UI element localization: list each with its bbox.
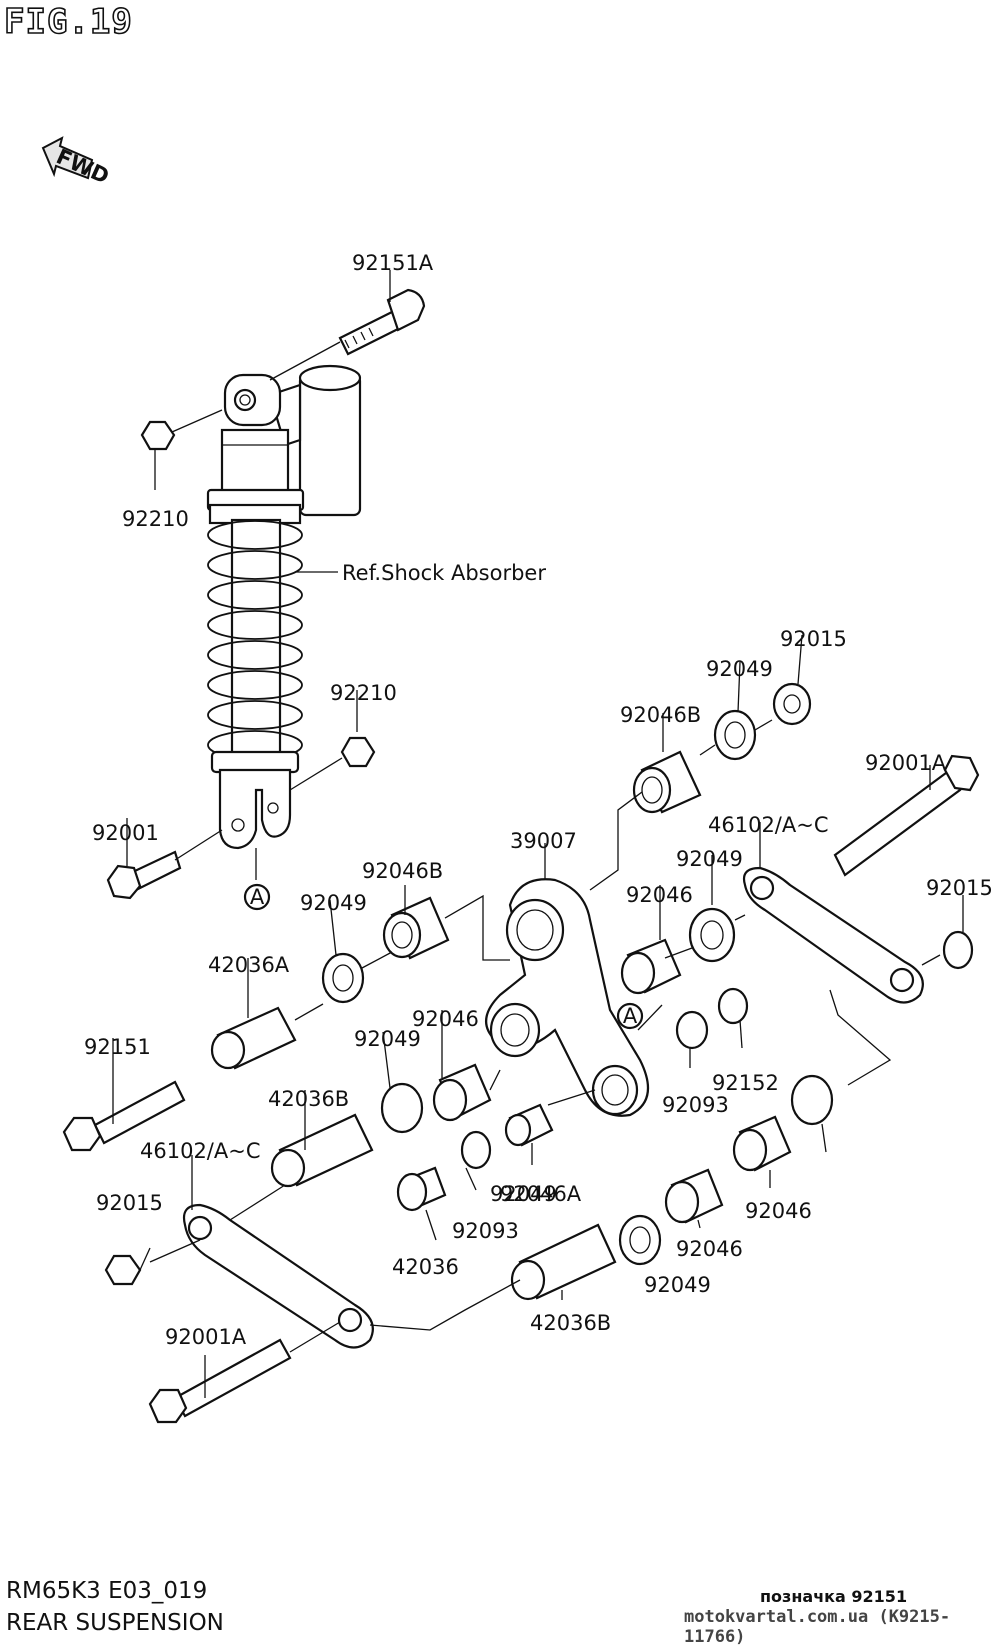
part-label-92049: 92049	[676, 847, 743, 871]
part-label-42036a: 42036A	[208, 953, 290, 977]
reference-note: позначка 92151	[760, 1587, 908, 1606]
part-label-92046: 92046	[676, 1237, 743, 1261]
part-label-92093: 92093	[452, 1219, 519, 1243]
part-label-42036: 42036	[392, 1255, 459, 1279]
bolt-92001-illustration	[106, 850, 182, 900]
part-label-92049: 92049	[490, 1182, 557, 1206]
part-label-92015: 92015	[926, 876, 993, 900]
nut-92210-upper-illustration	[140, 420, 176, 451]
collar-42036a-illustration	[210, 1006, 297, 1070]
fwd-label: FWD	[53, 144, 113, 188]
nut-92015-top-illustration	[772, 682, 812, 726]
bearing-92046-mid-illustration	[620, 938, 682, 995]
seal-92049-center-illustration	[380, 1082, 424, 1134]
link-46102-lower-illustration	[182, 1203, 374, 1349]
collar-42036b-upper-illustration	[270, 1113, 374, 1188]
bolt-92151a-illustration	[338, 288, 426, 356]
shock-absorber-illustration	[206, 364, 362, 850]
bearing-92046-lower-illustration	[664, 1168, 724, 1224]
part-label-92049: 92049	[300, 891, 367, 915]
link-46102-upper-illustration	[742, 866, 924, 1004]
part-label-92210: 92210	[330, 681, 397, 705]
bolt-92001a-top-illustration	[833, 754, 980, 877]
part-label-39007: 39007	[510, 829, 577, 853]
part-label-92046: 92046	[745, 1199, 812, 1223]
part-label-92093: 92093	[662, 1093, 729, 1117]
part-label-46102-a-c: 46102/A~C	[140, 1139, 261, 1163]
bearing-92046-center-illustration	[432, 1063, 492, 1122]
rocker-arm-39007-illustration	[485, 878, 650, 1117]
seal-92049-left-illustration	[321, 952, 365, 1004]
model-code: RM65K3 E03_019	[6, 1578, 208, 1604]
fwd-arrow-icon: FWD	[41, 136, 113, 189]
part-label-92049: 92049	[644, 1273, 711, 1297]
collar-42036b-lower-illustration	[510, 1223, 617, 1301]
bolt-92151-illustration	[62, 1080, 186, 1152]
bearing-92046b-left-illustration	[382, 896, 450, 960]
bearing-92046-right-illustration	[732, 1115, 792, 1172]
seal-92049-top-illustration	[713, 709, 757, 761]
seal-92049-lower-illustration	[618, 1214, 662, 1266]
part-label-92046: 92046	[626, 883, 693, 907]
part-label-92151a: 92151A	[352, 251, 434, 275]
part-label-92046b: 92046B	[620, 703, 701, 727]
part-label-92015: 92015	[780, 627, 847, 651]
bearing-92046a-illustration	[504, 1103, 554, 1147]
part-label-92046: 92046	[412, 1007, 479, 1031]
part-label-92210: 92210	[122, 507, 189, 531]
part-label-92151: 92151	[84, 1035, 151, 1059]
callout-marker-a-right: A	[616, 1002, 644, 1030]
seal-92152-illustration	[717, 987, 749, 1025]
bolt-92001a-lower-illustration	[148, 1338, 292, 1424]
seal-92093-right-illustration	[675, 1010, 709, 1050]
part-label-92152: 92152	[712, 1071, 779, 1095]
nut-92015-lower-illustration	[104, 1254, 142, 1286]
nut-92210-lower-illustration	[340, 736, 376, 768]
part-labels: 92151A922109221092001920159204992046B920…	[84, 251, 993, 1349]
part-label-42036b: 42036B	[530, 1311, 611, 1335]
part-label-92049: 92049	[354, 1027, 421, 1051]
part-label-92046b: 92046B	[362, 859, 443, 883]
part-label-92015: 92015	[96, 1191, 163, 1215]
part-label-46102-a-c: 46102/A~C	[708, 813, 829, 837]
nut-92015-right-illustration	[942, 930, 974, 970]
collar-42036-illustration	[396, 1166, 447, 1212]
seal-92049-mid-illustration	[688, 907, 736, 963]
part-label-92001a: 92001A	[865, 751, 947, 775]
svg-text:A: A	[623, 1004, 638, 1028]
callout-marker-a-left: A	[243, 883, 271, 911]
section-title: REAR SUSPENSION	[6, 1610, 224, 1636]
part-label-92046a: 92046A	[500, 1182, 582, 1206]
seal-92093-lower-illustration	[460, 1130, 492, 1170]
source-caption: motokvartal.com.ua (K9215-11766)	[684, 1607, 951, 1647]
part-label-42036b: 42036B	[268, 1087, 349, 1111]
ref-shock-absorber-label: Ref.Shock Absorber	[342, 561, 546, 585]
part-label-92001a: 92001A	[165, 1325, 247, 1349]
bearing-92046b-top-illustration	[632, 750, 702, 814]
part-label-92049: 92049	[706, 657, 773, 681]
seal-92049-right-illustration	[790, 1074, 834, 1126]
part-label-92001: 92001	[92, 821, 159, 845]
figure-title: FIG.19	[3, 1, 133, 43]
leader-lines	[112, 270, 964, 1398]
svg-text:A: A	[250, 885, 265, 909]
